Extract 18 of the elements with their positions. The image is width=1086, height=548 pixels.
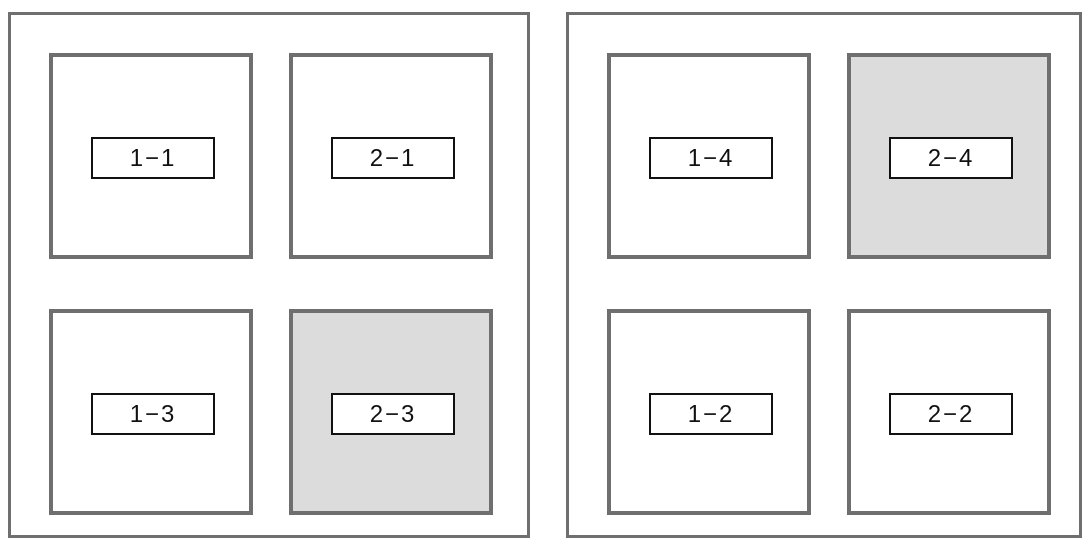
panel-frame xyxy=(8,12,530,538)
label-tag: 1−4 xyxy=(649,137,773,179)
shaded-square xyxy=(847,53,1051,259)
label-tag: 2−2 xyxy=(889,393,1013,435)
label-tag: 1−2 xyxy=(649,393,773,435)
label-tag: 1−1 xyxy=(91,137,215,179)
square-frame xyxy=(49,53,253,259)
square-frame xyxy=(607,53,811,259)
label-tag: 2−3 xyxy=(331,393,455,435)
shaded-square xyxy=(289,309,493,515)
square-frame xyxy=(847,309,1051,515)
label-tag: 2−4 xyxy=(889,137,1013,179)
label-tag: 2−1 xyxy=(331,137,455,179)
square-frame xyxy=(49,309,253,515)
panel-frame xyxy=(566,12,1082,538)
square-frame xyxy=(289,53,493,259)
square-frame xyxy=(607,309,811,515)
label-tag: 1−3 xyxy=(91,393,215,435)
